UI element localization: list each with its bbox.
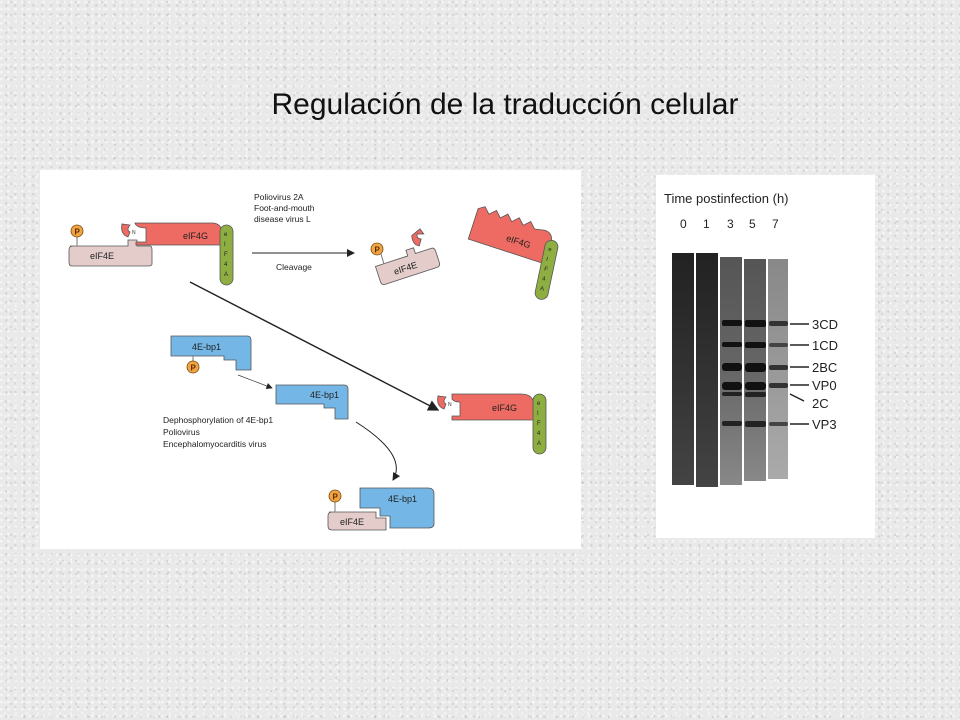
svg-text:N: N <box>132 230 136 236</box>
svg-text:N: N <box>448 402 452 408</box>
eif4e-4ebp1-complex: 4E-bp1 eIF4E P <box>327 487 435 531</box>
cleavage-agent-1: Poliovirus 2A <box>254 192 304 202</box>
gel-bands <box>722 320 788 427</box>
eif4g-shape: N eIF4G <box>121 222 223 246</box>
band-markers <box>789 323 809 425</box>
band-label-vp3: VP3 <box>812 417 837 432</box>
bound-bp1-label: 4E-bp1 <box>388 494 417 504</box>
dephos-arrow <box>237 374 273 389</box>
released-eif4g-label: eIF4G <box>492 403 517 413</box>
gel-lane-0 <box>672 253 694 485</box>
cleavage-label: Cleavage <box>276 262 312 272</box>
gel-image: Time postinfection (h) 0 1 3 5 7 <box>664 191 838 487</box>
lane-label-4: 7 <box>772 217 779 231</box>
eif4e-shape: eIF4E <box>68 239 153 267</box>
band-label-3cd: 3CD <box>812 317 838 332</box>
translation-diagram: eIF4E P N eIF4G e I F 4 A Poliovirus 2A … <box>68 192 559 531</box>
band-label-vp0: VP0 <box>812 378 837 393</box>
lane-label-3: 5 <box>749 217 756 231</box>
released-eif4g-complex: N eIF4G e I F 4 A <box>437 393 547 455</box>
cleaved-eif4a-letter-1: e <box>548 247 553 254</box>
bound-eif4e-label: eIF4E <box>340 517 364 527</box>
cleaved-eif4g-fragment: eIF4G <box>467 206 552 265</box>
lane-label-1: 1 <box>703 217 710 231</box>
bound-phospho-label: P <box>333 493 339 502</box>
cleaved-eif4a-letter-3: F <box>543 266 548 273</box>
bp1-dephos-label: 4E-bp1 <box>310 390 339 400</box>
lane-label-0: 0 <box>680 217 687 231</box>
gel-panel: Time postinfection (h) 0 1 3 5 7 <box>656 175 875 538</box>
slide-title: Regulación de la traducción celular <box>271 88 739 121</box>
curved-arrow <box>355 421 401 481</box>
released-eif4a-letter-4: 4 <box>537 431 541 437</box>
band-label-2c: 2C <box>812 396 829 411</box>
eif4a-letter-1: e <box>224 232 228 238</box>
cleaved-eif4a-letter-5: A <box>539 286 544 293</box>
cleaved-eif4a-letter-4: 4 <box>541 276 546 283</box>
dephos-line-3: Encephalomyocarditis virus <box>163 439 266 449</box>
phospho-label: P <box>75 228 81 237</box>
bp1-phos-label: 4E-bp1 <box>192 342 221 352</box>
eif4a-letter-5: A <box>224 272 228 278</box>
gel-lane-1 <box>696 253 718 487</box>
cleavage-step: Poliovirus 2A Foot-and-mouth disease vir… <box>252 192 355 272</box>
cleaved-phospho-label: P <box>375 246 381 255</box>
released-eif4a-letter-5: A <box>537 441 541 447</box>
cleavage-agent-2: Foot-and-mouth <box>254 203 315 213</box>
band-label-2bc: 2BC <box>812 360 837 375</box>
dephos-notes: Dephosphorylation of 4E-bp1 Poliovirus E… <box>163 415 273 449</box>
eif4a-letter-3: F <box>224 252 228 258</box>
diagonal-arrow <box>189 281 440 411</box>
released-eif4a-letter-2: I <box>537 411 539 417</box>
cleaved-phospho-group: P <box>370 242 385 265</box>
cleaved-eif4a-shape: e I F 4 A <box>534 240 559 300</box>
phosphorylated-4ebp1: 4E-bp1 P <box>170 335 252 374</box>
bp1-phospho-label: P <box>191 364 197 373</box>
lane-label-2: 3 <box>727 217 734 231</box>
dephos-line-1: Dephosphorylation of 4E-bp1 <box>163 415 273 425</box>
cleaved-eif4a-letter-2: I <box>546 257 549 263</box>
eif4a-shape: e I F 4 A <box>219 224 234 286</box>
cleaved-eif4e-fragment: eIF4E <box>374 228 441 285</box>
eif4a-letter-2: I <box>224 242 226 248</box>
released-eif4a-letter-1: e <box>537 401 541 407</box>
eif4e-label: eIF4E <box>90 251 114 261</box>
cleavage-agent-3: disease virus L <box>254 214 311 224</box>
complex-intact: eIF4E P N eIF4G e I F 4 A <box>68 222 234 286</box>
dephosphorylated-4ebp1: 4E-bp1 <box>275 384 349 420</box>
band-label-1cd: 1CD <box>812 338 838 353</box>
eif4a-letter-4: 4 <box>224 262 228 268</box>
translation-diagram-panel: eIF4E P N eIF4G e I F 4 A Poliovirus 2A … <box>40 170 581 549</box>
released-eif4a-letter-3: F <box>537 421 541 427</box>
dephos-line-2: Poliovirus <box>163 427 200 437</box>
phospho-group: P <box>70 224 84 246</box>
gel-axis-title: Time postinfection (h) <box>664 191 789 206</box>
eif4g-label: eIF4G <box>183 231 208 241</box>
